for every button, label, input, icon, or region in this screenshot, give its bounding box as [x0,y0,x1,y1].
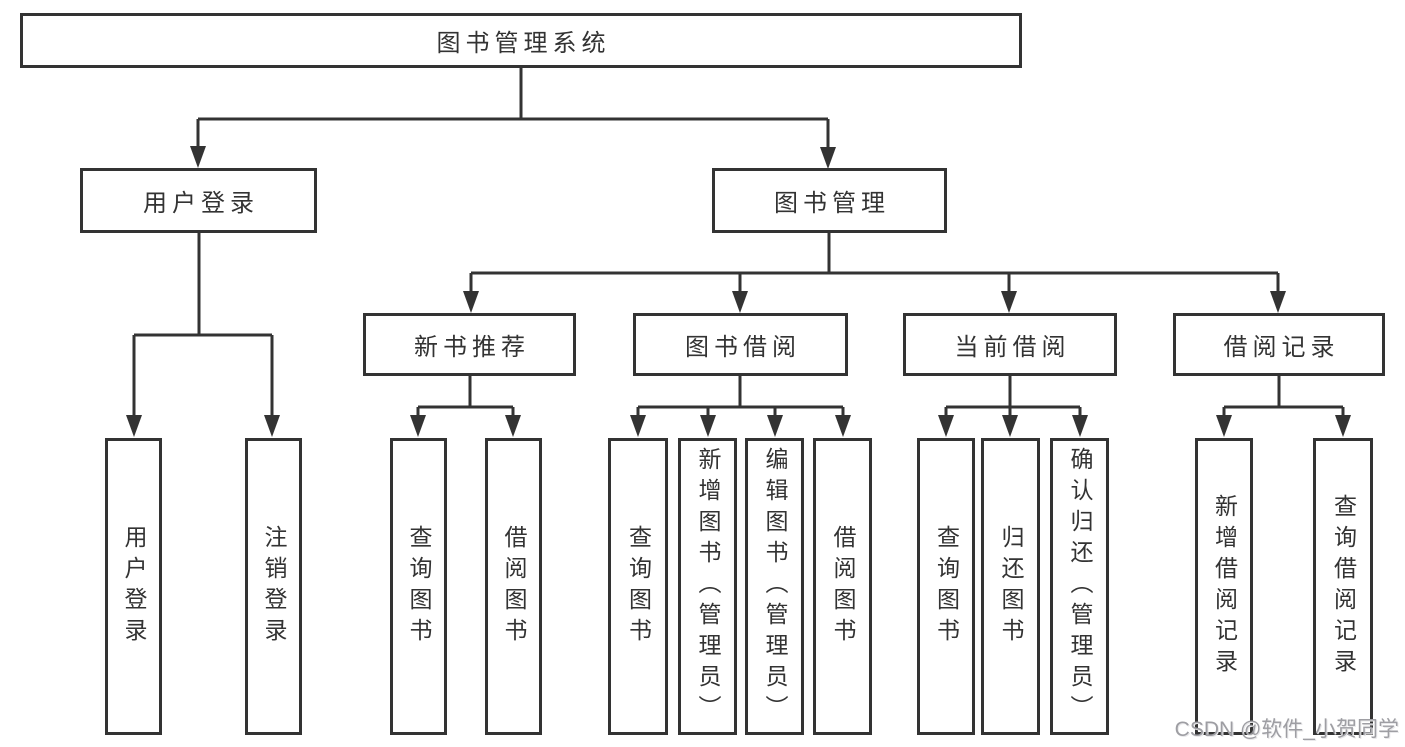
arrowhead-icon [1216,415,1232,437]
leaf-bb-borrow-book: 借阅图书 [813,438,872,735]
node-book-mgmt: 图书管理 [712,168,947,233]
node-root: 图书管理系统 [20,13,1022,68]
leaf-rec-search-book: 查询图书 [390,438,447,735]
arrowhead-icon [190,146,206,168]
arrowhead-icon [1001,291,1017,313]
leaf-user-login: 用户登录 [105,438,162,735]
leaf-label: 借阅图书 [830,524,856,649]
leaf-cb-search-book: 查询图书 [917,438,975,735]
connector-user-login-to-leaves [132,233,274,419]
leaf-label: 确认归还（管理员） [1067,447,1093,726]
leaf-cb-return-book: 归还图书 [981,438,1040,735]
arrowhead-icon [1002,415,1018,437]
leaf-label: 查询图书 [406,524,432,649]
arrowhead-icon [938,415,954,437]
leaf-label: 查询图书 [625,524,652,649]
node-borrow-record: 借阅记录 [1173,313,1385,376]
connector-book-borrow-to-leaves [636,376,845,419]
leaf-label: 借阅图书 [501,524,527,649]
node-user-login: 用户登录 [80,168,317,233]
leaf-logout: 注销登录 [245,438,302,735]
arrowhead-icon [630,415,646,437]
arrowhead-icon [264,415,280,437]
leaf-bb-add-book: 新增图书（管理员） [678,438,737,735]
leaf-label: 查询借阅记录 [1330,493,1357,680]
arrowhead-icon [820,147,836,169]
leaf-bb-search-book: 查询图书 [608,438,668,735]
arrowhead-icon [732,291,748,313]
arrowhead-icon [1335,415,1351,437]
arrowhead-icon [767,415,783,437]
connector-root-to-level2 [196,68,830,151]
arrowhead-icon [835,415,851,437]
leaf-label: 注销登录 [261,524,287,649]
leaf-br-add-record: 新增借阅记录 [1195,438,1253,735]
leaf-label: 查询图书 [933,524,960,649]
connector-borrow-record-to-leaves [1222,376,1345,419]
leaf-br-search-record: 查询借阅记录 [1313,438,1373,735]
arrowhead-icon [410,415,426,437]
connector-new-book-rec-to-leaves [416,376,515,419]
leaf-label: 新增图书（管理员） [695,447,721,726]
leaf-cb-confirm-return: 确认归还（管理员） [1050,438,1109,735]
leaf-label: 新增借阅记录 [1211,493,1238,680]
arrowhead-icon [700,415,716,437]
arrowhead-icon [126,415,142,437]
leaf-bb-edit-book: 编辑图书（管理员） [745,438,804,735]
leaf-label: 归还图书 [998,524,1024,649]
leaf-rec-borrow-book: 借阅图书 [485,438,542,735]
node-current-borrow: 当前借阅 [903,313,1117,376]
arrowhead-icon [1072,415,1088,437]
connector-book-mgmt-to-level3 [469,233,1280,295]
arrowhead-icon [463,291,479,313]
leaf-label: 编辑图书（管理员） [762,447,788,726]
arrowhead-icon [1270,291,1286,313]
node-book-borrow: 图书借阅 [633,313,848,376]
leaf-label: 用户登录 [121,524,147,649]
connector-current-borrow-to-leaves [944,376,1082,419]
arrowhead-icon [505,415,521,437]
node-new-book-rec: 新书推荐 [363,313,576,376]
